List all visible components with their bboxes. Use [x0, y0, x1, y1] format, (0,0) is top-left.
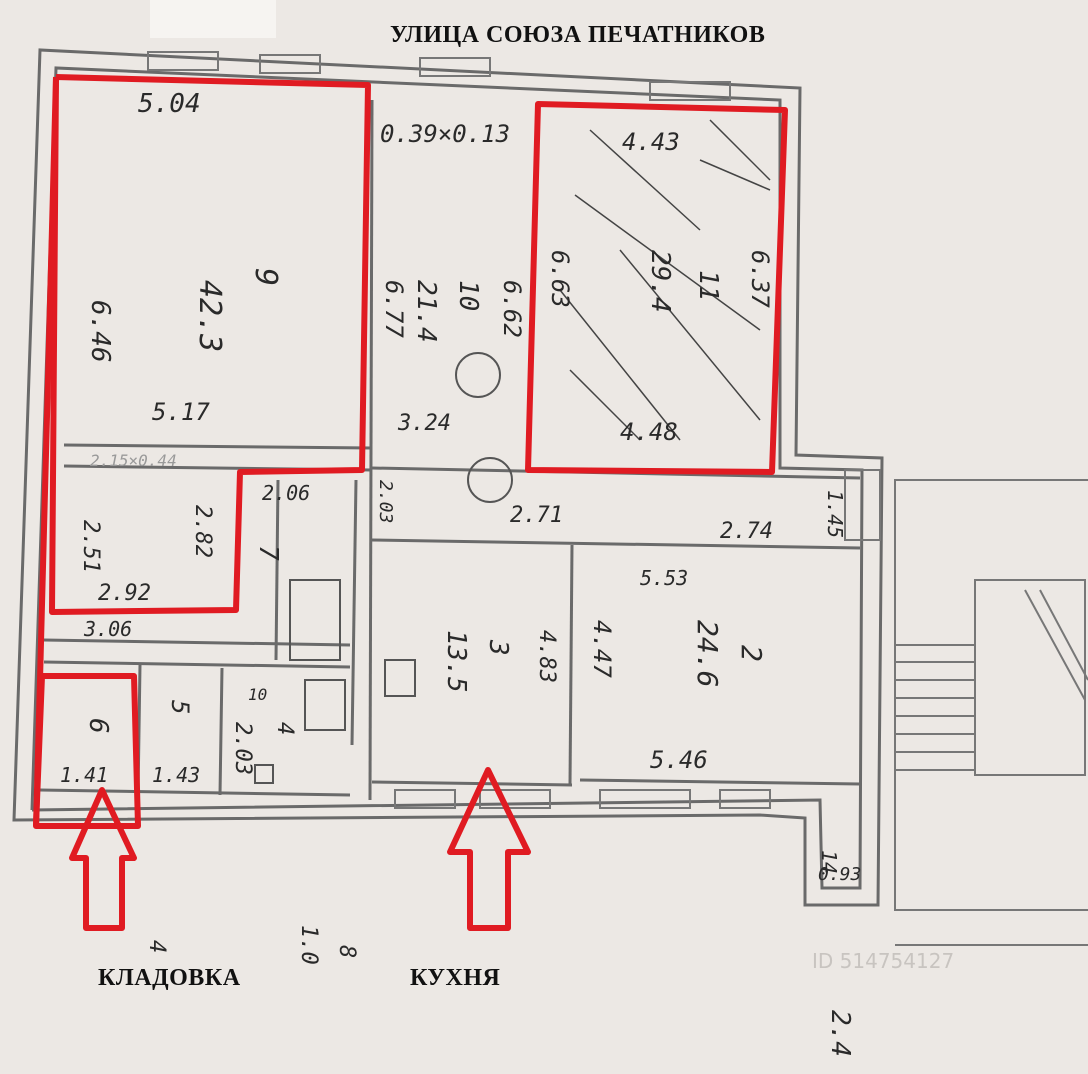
room-11-number: 11: [693, 270, 723, 301]
room-11-area: 29.4: [645, 250, 675, 313]
misc-mark-4: 4: [144, 940, 169, 953]
room-8-dim-bottom: 2.92: [98, 581, 151, 606]
staircase: [894, 479, 1088, 946]
room-7-number: 7: [253, 545, 283, 561]
room-10-dim-top: 0.39×0.13: [380, 120, 510, 148]
kitchen-fixtures: [254, 352, 513, 784]
corridor-dim-left: 2.03: [375, 480, 396, 523]
room-11-dim-right: 6.37: [746, 250, 774, 308]
red-highlights: [33, 74, 788, 829]
room-2-area: 24.6: [691, 620, 724, 687]
paper-patch: [150, 0, 276, 38]
room-3-dim-right: 4.83: [534, 630, 559, 683]
room-9-dim-top: 5.04: [138, 89, 201, 119]
room-11-dim-bottom: 4.48: [620, 418, 678, 446]
room-4-number: 4: [272, 722, 297, 735]
room-11-dim-top: 4.43: [622, 128, 680, 156]
room-9-number: 9: [248, 268, 283, 286]
room-10-number: 10: [453, 280, 483, 311]
corridor-dim-right: 1.45: [823, 490, 847, 538]
room-10-dim-left: 6.77: [380, 280, 408, 338]
room-8-dim-top: 2.15×0.44: [90, 451, 177, 470]
arrow-storage: [69, 787, 137, 931]
corridor-dim-center: 2.71: [510, 503, 563, 528]
room-4-area: 2.03: [230, 722, 255, 775]
storage-label: КЛАДОВКА: [98, 965, 241, 991]
room-2-dim-top-inner: 5.53: [640, 566, 688, 590]
room-10-dim-bottom: 3.24: [397, 411, 451, 436]
highlight-room-9-and-8: [49, 74, 371, 615]
room-10-dim-right: 6.62: [498, 280, 526, 338]
windows: [147, 51, 881, 809]
room-2-dim-bottom: 5.46: [650, 746, 708, 774]
highlight-storage: [33, 673, 141, 829]
room-5-number: 5: [166, 700, 194, 714]
misc-mark-10: 10: [248, 685, 267, 704]
red-arrows: [69, 767, 531, 931]
room-6-number: 6: [83, 718, 113, 734]
room-2-dim-left: 4.47: [588, 620, 616, 678]
stair-dim: 0.93: [818, 864, 861, 885]
room-2-number: 2: [735, 645, 768, 662]
room-7-dim-bottom: 3.06: [83, 617, 132, 641]
street-label: УЛИЦА СОЮЗА ПЕЧАТНИКОВ: [390, 22, 766, 48]
room-8-dim-left: 2.51: [78, 520, 103, 573]
room-2-dim-top: 2.74: [720, 519, 773, 544]
kitchen-label: КУХНЯ: [410, 965, 501, 991]
misc-mark-2-4: 2.4: [825, 1010, 855, 1057]
room-5-dim: 1.43: [152, 763, 200, 787]
room-9-area: 42.3: [192, 280, 227, 352]
misc-mark-8: 8: [334, 945, 359, 958]
room-11-hatching: [559, 119, 771, 441]
watermark: ID 514754127: [812, 949, 954, 973]
room-6-dim: 1.41: [60, 763, 108, 787]
room-3-area: 13.5: [441, 630, 471, 693]
room-9-dim-bottom: 5.17: [152, 398, 210, 426]
misc-mark-14: 14: [817, 850, 841, 874]
room-7-dim-top: 2.06: [262, 481, 310, 505]
room-3-number: 3: [483, 639, 513, 656]
room-8-dim-right: 2.82: [190, 505, 215, 558]
arrow-kitchen: [447, 767, 531, 931]
room-11-dim-left: 6.63: [546, 250, 574, 308]
room-10-area: 21.4: [411, 280, 441, 343]
room-annotations: 5.04 6.46 9 42.3 5.17 0.39×0.13 6.77 21.…: [60, 89, 861, 1057]
misc-mark-1-0: 1.0: [296, 925, 321, 965]
highlight-room-11: [525, 101, 788, 475]
room-9-dim-side: 6.46: [85, 300, 115, 363]
